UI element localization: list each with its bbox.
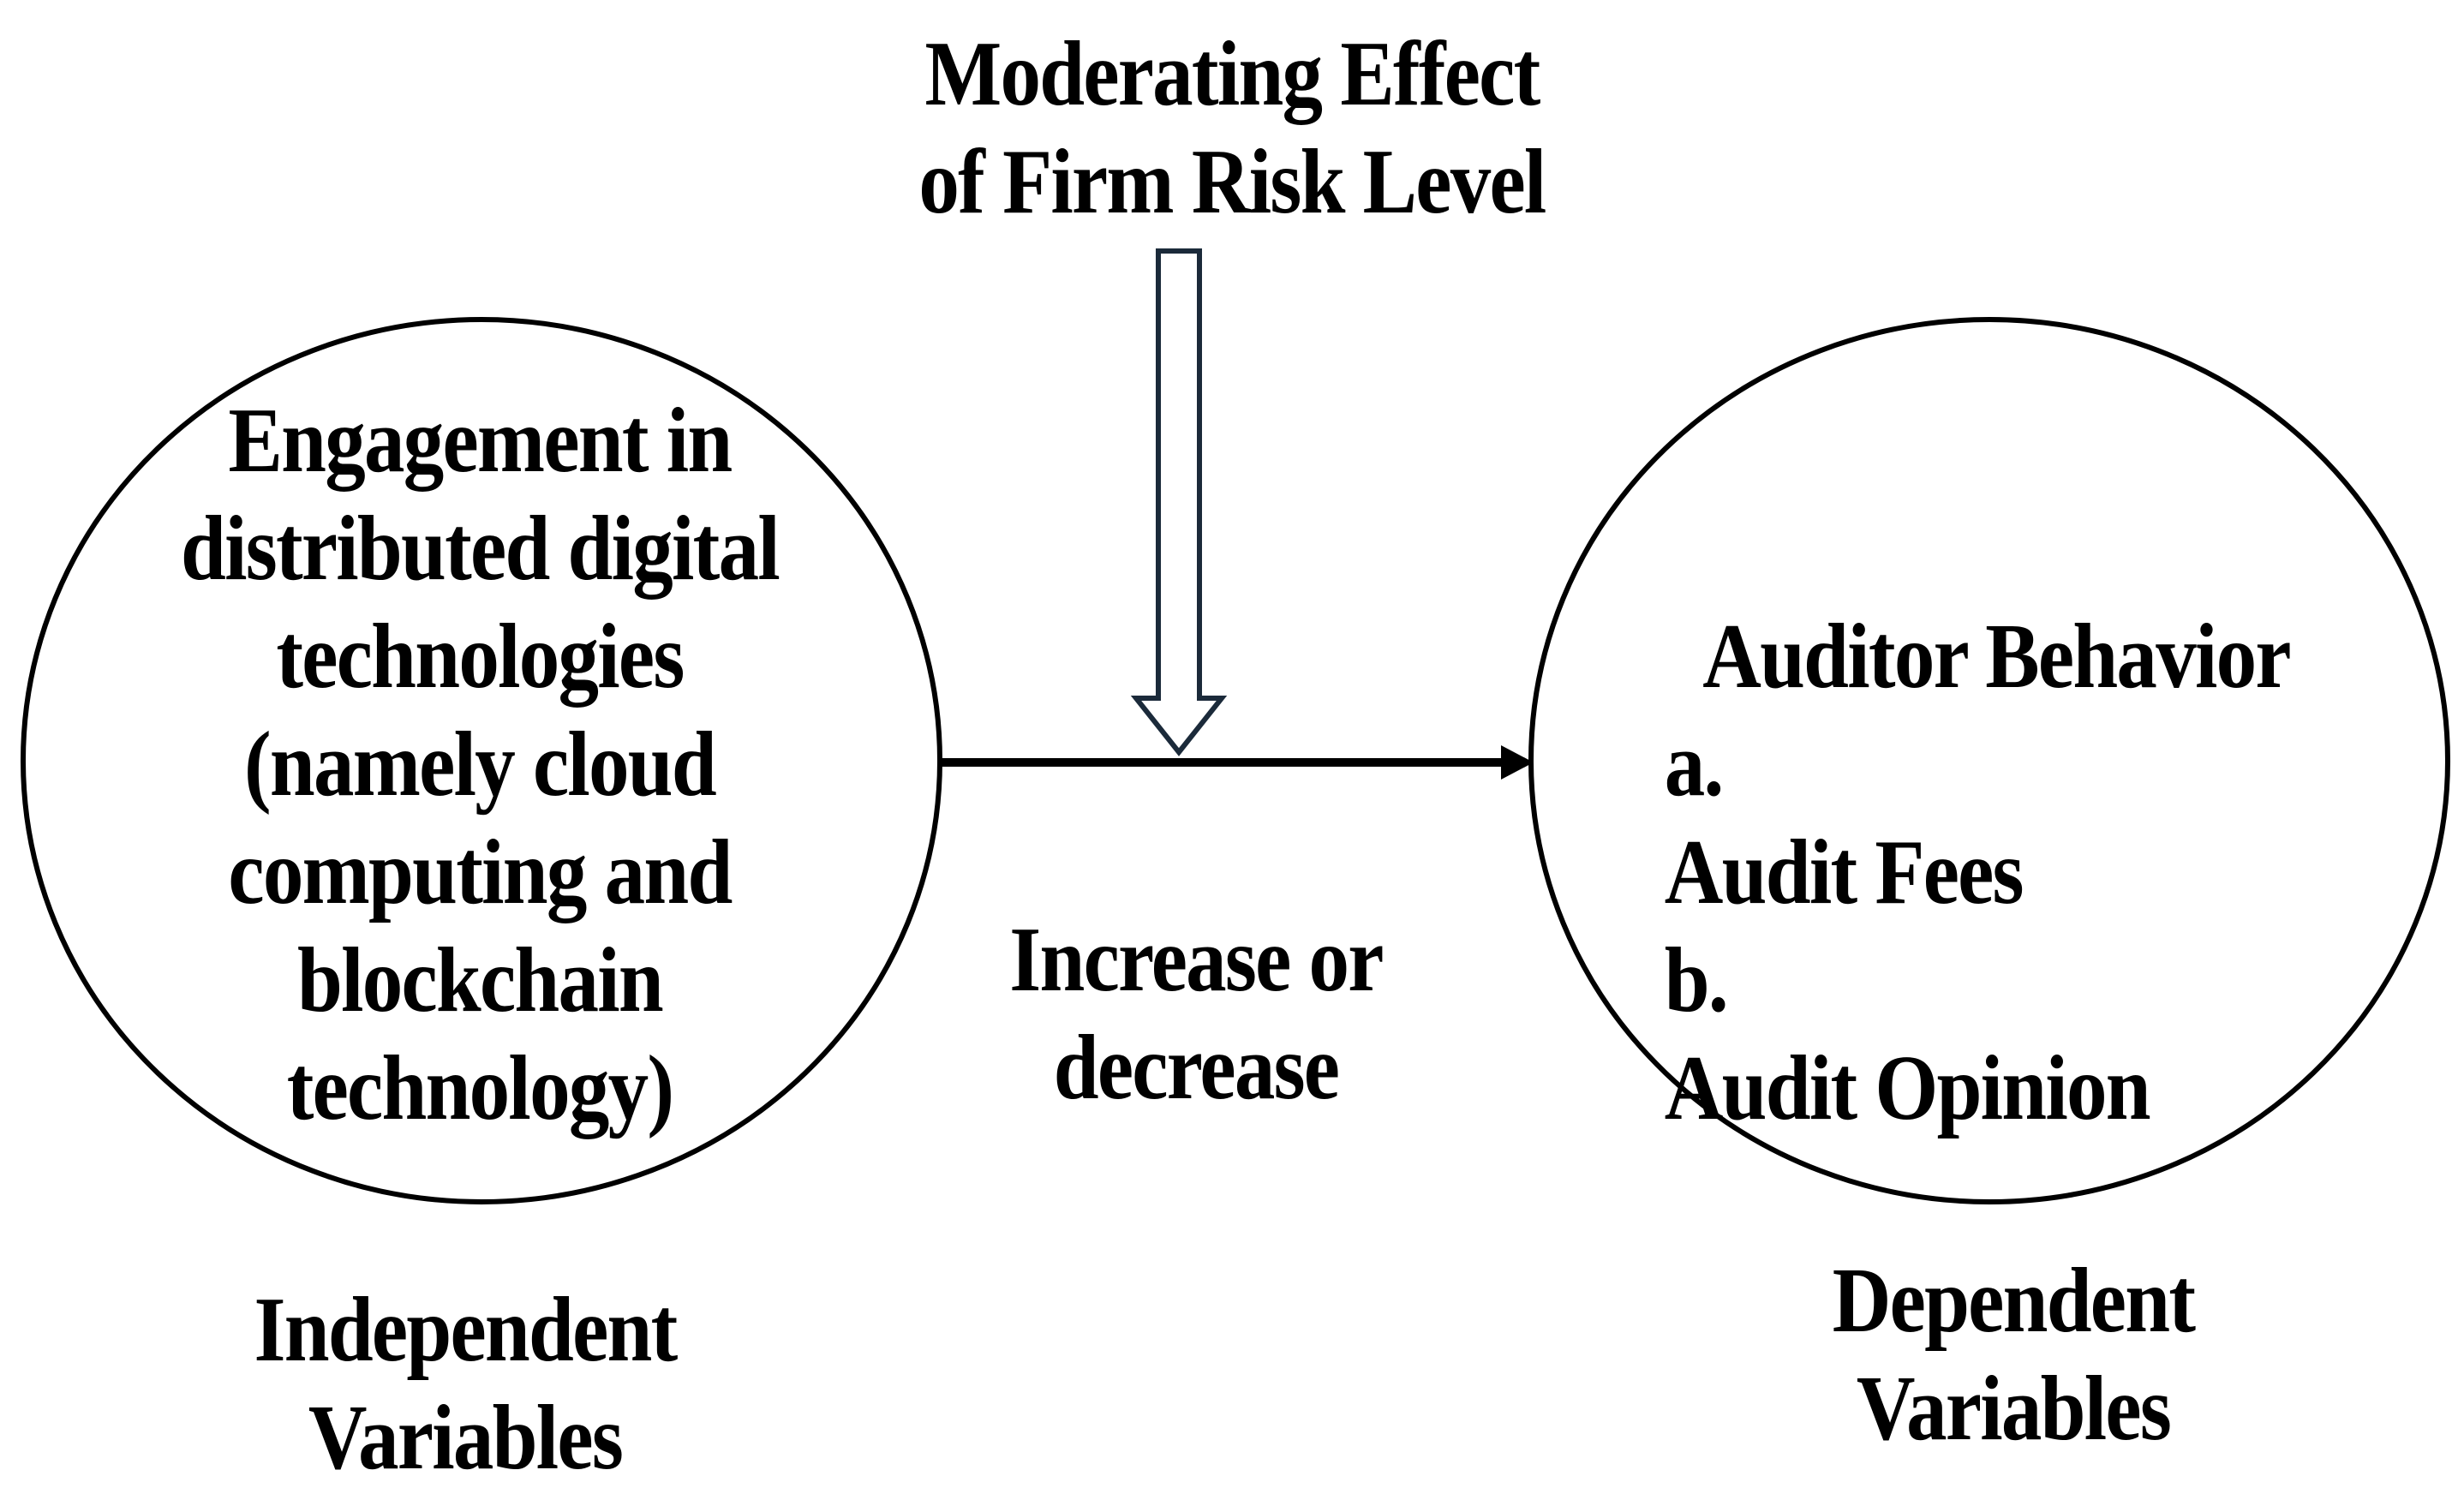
moderator-label-line: of Firm Risk Level [918, 131, 1546, 233]
dependent-variable-item: a.Audit Fees [1665, 711, 2298, 927]
list-item-text: Audit Fees [1664, 822, 2024, 923]
relationship-arrowhead [1501, 745, 1534, 780]
dependent-variable-item: b.Audit Opinion [1665, 927, 2298, 1143]
relationship-label-line: Increase or [1009, 909, 1384, 1011]
dependent-variable-text: Auditor Behavior a.Audit Fees b.Audit Op… [1665, 603, 2298, 1143]
caption-line: Variables [1856, 1358, 2172, 1460]
relationship-label-line: decrease [1053, 1017, 1340, 1119]
independent-variables-caption: Independent Variables [239, 1276, 691, 1492]
independent-variable-line: Engagement in [228, 390, 733, 492]
independent-variable-line: distributed digital [181, 498, 780, 600]
moderating-effect-arrow [1130, 248, 1228, 756]
independent-variable-line: technologies [276, 606, 685, 708]
caption-line: Independent [254, 1279, 679, 1381]
independent-variable-line: (namely cloud [243, 714, 717, 816]
dependent-variables-caption: Dependent Variables [1787, 1247, 2240, 1463]
list-marker: b. [1664, 929, 1729, 1031]
independent-variable-text: Engagement in distributed digital techno… [178, 387, 781, 1143]
moderator-label-line: Moderating Effect [924, 23, 1541, 125]
independent-variable-line: computing and [228, 822, 733, 923]
dependent-variable-title: Auditor Behavior [1702, 606, 2291, 708]
dependent-variable-list: a.Audit Fees b.Audit Opinion [1665, 711, 2298, 1143]
dependent-variable-circle [1528, 317, 2450, 1204]
relationship-label: Increase or decrease [970, 906, 1422, 1122]
independent-variable-line: technology) [286, 1037, 674, 1139]
caption-line: Variables [308, 1387, 624, 1489]
list-marker: a. [1664, 714, 1725, 816]
list-item-text: Audit Opinion [1664, 1037, 2151, 1139]
moderator-label: Moderating Effect of Firm Risk Level [780, 21, 1684, 236]
caption-line: Dependent [1832, 1250, 2196, 1352]
independent-variable-line: blockchain [296, 929, 664, 1031]
